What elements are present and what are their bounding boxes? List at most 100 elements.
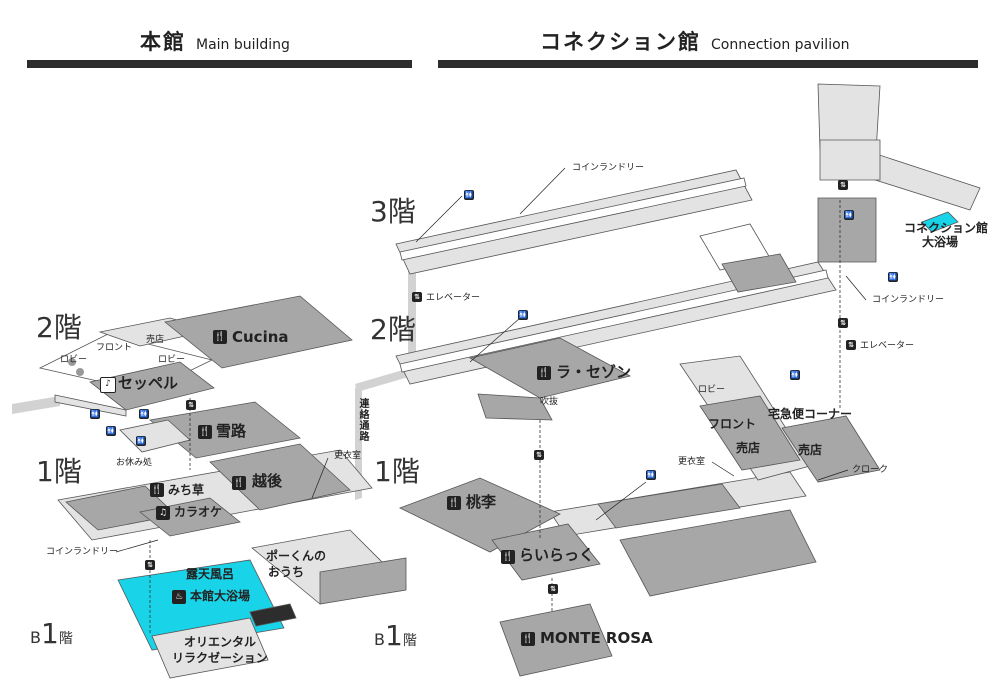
pokun-label-2: おうち: [268, 565, 305, 579]
main-label-cucina: Cucina: [232, 328, 289, 346]
conn-b1f: [499, 603, 613, 677]
michikusa-restaurant-icon: 🍴: [150, 483, 164, 497]
main-2f: [38, 295, 353, 417]
main-label-echigo: 越後: [252, 472, 283, 490]
conn-1f: [398, 355, 881, 597]
corridor-main-west: [12, 396, 60, 414]
main-label-main-bath: 本館大浴場: [190, 589, 251, 603]
leader-main-coin-laundry: [115, 539, 159, 553]
conn-floor-b1f: B1階: [374, 622, 417, 650]
conn-1f-restroom-icon: 🚻: [646, 470, 656, 480]
main-1f-yukiji-block: [149, 401, 301, 459]
main-building-title-jp: 本館: [140, 30, 186, 54]
main-1f: [57, 401, 373, 541]
cucina-restaurant-icon: 🍴: [213, 330, 227, 344]
conn-label-tori: 桃李: [466, 493, 497, 511]
conn-label-shop-2: 売店: [798, 443, 823, 457]
conn-label-rairakku: らいらっく: [519, 546, 595, 564]
la-saison-restaurant-icon: 🍴: [537, 366, 551, 380]
corridor-main-to-conn-2f: [355, 368, 412, 392]
conn-label-shop-1: 売店: [736, 441, 761, 455]
conn-b1f-elevator-icon: ⇅: [548, 584, 558, 594]
conn-label-cloak: クローク: [852, 465, 889, 475]
main-label-front: フロント: [96, 343, 133, 353]
main-b1f: [117, 529, 407, 679]
conn-1f-shop-block: [781, 415, 881, 483]
conn-2f-east-block: [721, 253, 797, 293]
main-1f-echigo-block: [209, 443, 351, 511]
conn-floor-3f: 3階: [370, 195, 416, 228]
main-floor-1f: 1階: [36, 455, 82, 488]
connection-pavilion-header-bar: [438, 60, 978, 68]
conn-3f-hub: [819, 139, 881, 181]
conn-1f-elevator-icon: ⇅: [534, 450, 544, 460]
conn-3f-elevator-icon: ⇅: [838, 180, 848, 190]
conn-2f: [395, 223, 837, 421]
leader-conn-cloak: [817, 469, 849, 481]
conn-floor-1f: 1階: [374, 455, 420, 488]
main-2f-cucina-block: [164, 295, 353, 369]
pokun-label-1: ポーくんの: [266, 549, 327, 563]
conn-label-coin-laundry-3f: コインランドリー: [572, 163, 645, 173]
conn-elevator-icon-2f-east: ⇅: [846, 340, 856, 350]
main-label-yukiji: 雪路: [216, 422, 247, 440]
leader-main-changing: [311, 457, 329, 499]
monte-rosa-block: [499, 603, 613, 677]
main-label-karaoke: カラオケ: [174, 505, 223, 519]
connection-pavilion-title-en: Connection pavilion: [711, 37, 850, 53]
conn-label-fukinuki: 吹抜: [540, 397, 559, 407]
conn-label-front: フロント: [708, 417, 757, 431]
conn-label-delivery-corner: 宅急便コーナー: [768, 407, 853, 421]
conn-1f-west-room: [597, 483, 741, 529]
leader-coin-laundry-2f: [845, 275, 867, 301]
conn-3f-main-corridor: [399, 177, 747, 261]
main-1f-restroom-icon-1: 🚻: [106, 426, 116, 436]
main-floor-2f: 2階: [36, 311, 82, 344]
conn-floor-2f: 2階: [370, 313, 416, 346]
conn-1f-restroom-icon-east: 🚻: [790, 370, 800, 380]
rairakku-restaurant-icon: 🍴: [501, 550, 515, 564]
main-building-header-bar: [27, 60, 412, 68]
conn-3f-restroom-icon: 🚻: [464, 190, 474, 200]
seppel-karaoke-icon: ♪: [100, 377, 116, 393]
karaoke-icon: ♫: [156, 506, 170, 520]
main-floor-b1f-prefix: B: [30, 628, 41, 647]
yukiji-restaurant-icon: 🍴: [198, 425, 212, 439]
conn-1f-rairakku-block: [491, 523, 601, 581]
conn-1f-tori-block: [398, 477, 561, 553]
conn-2f-restroom-icon: 🚻: [518, 310, 528, 320]
conn-3f-restroom-icon-east: 🚻: [844, 210, 854, 220]
leader-restroom-2f: [469, 317, 521, 363]
conn-label-changing-room: 更衣室: [678, 457, 706, 467]
conn-label-elevator-2f: エレベーター: [860, 341, 915, 351]
conn-label-elevator-3f: エレベーター: [426, 293, 481, 303]
conn-1f-front-block: [699, 395, 801, 471]
main-label-lobby-2: ロビー: [158, 355, 186, 365]
pokun-house-roof: [319, 557, 407, 605]
conn-label-bath-2: 大浴場: [922, 235, 959, 249]
main-label-lobby-1: ロビー: [60, 355, 88, 365]
leader-restroom-3f: [415, 195, 463, 243]
main-label-shop: 売店: [146, 335, 165, 345]
conn-2f-restroom-icon-east: 🚻: [888, 272, 898, 282]
echigo-restaurant-icon: 🍴: [232, 476, 246, 490]
conn-3f-bath: [921, 211, 959, 233]
main-label-oriental-1: オリエンタル: [184, 635, 257, 649]
main-elevator-icon-b1f: ⇅: [145, 560, 155, 570]
conn-label-lobby: ロビー: [698, 385, 726, 395]
conn-floor-b1f-num: 1: [384, 619, 403, 652]
main-2f-lobby-circle-1: [68, 358, 76, 366]
main-label-michikusa: みち草: [168, 483, 205, 497]
main-floor-b1f: B1階: [30, 620, 73, 648]
vertical-connectors: [149, 200, 841, 634]
main-label-coin-laundry: コインランドリー: [46, 547, 119, 557]
main-label-open-air-bath: 露天風呂: [186, 567, 235, 581]
leader-coin-laundry-3f: [519, 167, 566, 215]
main-2f-restroom-icon-1: 🚻: [90, 409, 100, 419]
main-floor-b1f-suffix: 階: [58, 631, 73, 647]
leader-conn-changing: [711, 461, 735, 477]
